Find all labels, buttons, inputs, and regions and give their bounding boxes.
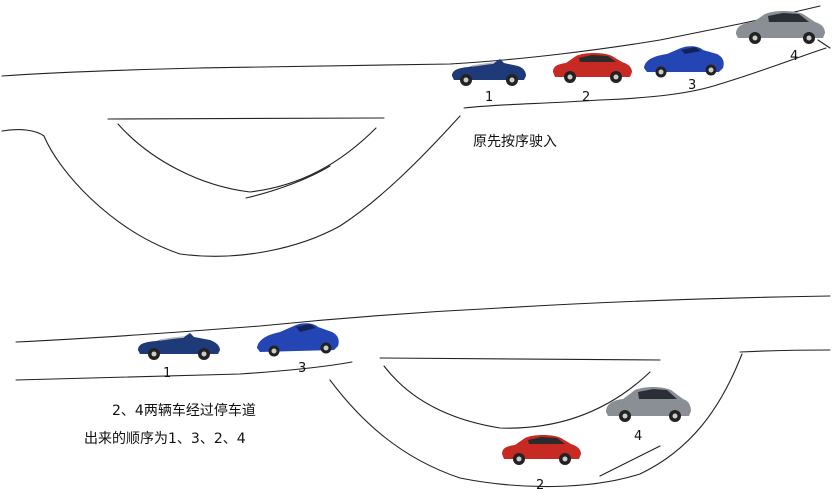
car-body-icon bbox=[138, 333, 220, 360]
bottom-road-lower-edge bbox=[15, 361, 353, 381]
car-body-icon bbox=[452, 59, 526, 86]
top-siding-inner-curve bbox=[117, 123, 377, 193]
top-road-right-cap bbox=[817, 39, 831, 49]
bottom-siding-outer bbox=[329, 353, 743, 488]
top-road-upper-edge bbox=[1, 5, 821, 77]
bottom-siding-tail bbox=[599, 445, 661, 477]
car-convertible-1 bbox=[448, 54, 528, 92]
bottom-car-label-2: 2 bbox=[536, 478, 545, 493]
car-sedan-4 bbox=[733, 8, 827, 50]
bottom-car-label-3: 3 bbox=[298, 361, 307, 376]
top-car-label-1: 1 bbox=[485, 90, 494, 105]
bottom-caption-line1: 2、4两辆车经过停车道 bbox=[112, 403, 256, 419]
top-siding-inner bbox=[107, 117, 385, 120]
car-sedan-2-bottom bbox=[499, 432, 583, 470]
top-siding-outer bbox=[1, 115, 461, 257]
bottom-car-label-1: 1 bbox=[163, 366, 172, 381]
car-body-icon bbox=[606, 387, 691, 422]
top-car-label-2: 2 bbox=[582, 90, 591, 105]
car-body-icon bbox=[644, 46, 724, 78]
car-body-icon bbox=[502, 435, 581, 465]
car-body-icon bbox=[553, 53, 632, 83]
bottom-caption-line2: 出来的顺序为1、3、2、4 bbox=[84, 431, 246, 447]
top-car-label-4: 4 bbox=[790, 49, 799, 64]
car-roadster-3-bottom bbox=[254, 318, 342, 362]
car-body-icon bbox=[736, 11, 825, 44]
car-body-icon bbox=[257, 323, 339, 357]
top-caption: 原先按序驶入 bbox=[473, 134, 557, 150]
top-siding-inner-tail bbox=[245, 165, 331, 199]
car-roadster-3 bbox=[641, 42, 727, 82]
bottom-road-right-edge bbox=[739, 349, 831, 353]
top-car-label-3: 3 bbox=[688, 78, 697, 93]
bottom-road-upper-edge bbox=[15, 295, 831, 343]
car-convertible-1-bottom bbox=[134, 328, 222, 366]
car-sedan-2 bbox=[550, 50, 634, 88]
car-sedan-4-bottom bbox=[603, 384, 693, 428]
bottom-siding-inner bbox=[379, 357, 661, 361]
bottom-car-label-4: 4 bbox=[634, 429, 643, 444]
bottom-siding-inner-curve bbox=[383, 365, 651, 429]
top-road-lower-edge bbox=[463, 47, 827, 109]
